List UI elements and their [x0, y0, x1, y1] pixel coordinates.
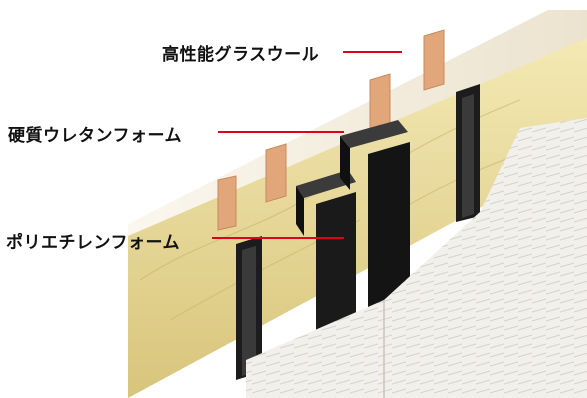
label-rigid-urethane-foam: 硬質ウレタンフォーム	[8, 126, 182, 146]
urethane-tubes	[296, 120, 408, 236]
exterior-siding-left	[246, 300, 384, 398]
exterior-siding-right	[384, 118, 587, 398]
wood-studs	[217, 29, 445, 231]
label-glass-wool: 高性能グラスウール	[162, 45, 320, 65]
steel-c-channels	[236, 84, 480, 380]
label-polyethylene-foam: ポリエチレンフォーム	[6, 233, 180, 253]
